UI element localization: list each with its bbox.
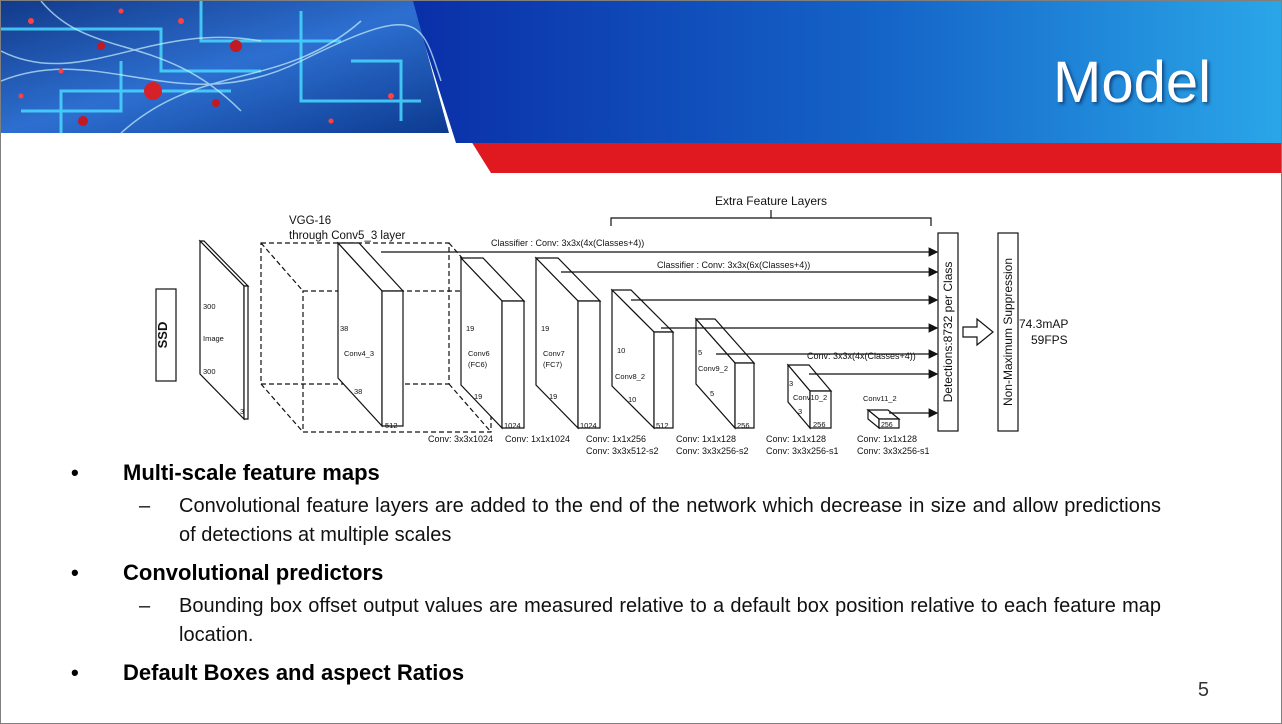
conv4-3-conv: Conv: 3x3x1024 xyxy=(428,434,493,444)
nms-box xyxy=(997,232,1019,432)
conv6-size-bottom: 19 xyxy=(474,392,482,401)
vgg-label-line1: VGG-16 xyxy=(289,215,331,227)
conv10-2-block xyxy=(786,363,833,430)
conv4-3-size-bottom: 38 xyxy=(354,387,362,396)
slide-title: Model xyxy=(1053,50,1211,115)
dash-marker: – xyxy=(139,495,151,517)
conv6-conv: Conv: 1x1x1024 xyxy=(505,434,570,444)
extra-layers-brace xyxy=(610,217,932,226)
image-channels: 3 xyxy=(240,407,244,416)
bullet-item: • Multi-scale feature maps xyxy=(71,458,1161,488)
classifier-label-2: Classifier : Conv: 3x3x(6x(Classes+4)) xyxy=(657,260,810,270)
sub-bullet-item: – Convolutional feature layers are added… xyxy=(71,492,1161,550)
conv4-3-name: Conv4_3 xyxy=(344,349,374,358)
conv7-size-top: 19 xyxy=(541,324,549,333)
image-name: Image xyxy=(203,334,224,343)
bullet-text: Multi-scale feature maps xyxy=(123,460,380,485)
ssd-label: SSD xyxy=(155,322,170,349)
conv9-2-depth: 256 xyxy=(737,421,750,430)
conv7-depth: 1024 xyxy=(580,421,597,430)
conv8-2-depth: 512 xyxy=(656,421,669,430)
circuit-image xyxy=(1,1,449,134)
conv11-2-name: Conv11_2 xyxy=(863,394,897,403)
conv10-2-name: Conv10_2 xyxy=(793,393,827,402)
conv10-2-size-top: 3 xyxy=(789,379,793,388)
dash-marker: – xyxy=(139,595,151,617)
bullet-item: • Convolutional predictors xyxy=(71,558,1161,588)
page-number: 5 xyxy=(1197,679,1209,701)
conv9-2-size-bottom: 5 xyxy=(710,389,714,398)
conv6-size-top: 19 xyxy=(466,324,474,333)
bullet-text: Default Boxes and aspect Ratios xyxy=(123,660,465,685)
sub-bullet-text: Convolutional feature layers are added t… xyxy=(179,495,1161,546)
conv4-3-block xyxy=(336,241,405,428)
classifier-arrows xyxy=(381,247,939,418)
detections-label: Detections:8732 per Class xyxy=(941,262,955,403)
bullet-dot: • xyxy=(71,460,79,485)
result-fps: 59FPS xyxy=(1031,333,1068,347)
blue-band xyxy=(411,1,1281,143)
conv10-2-conv-2: Conv: 3x3x256-s1 xyxy=(857,446,930,456)
conv7-conv-2: Conv: 3x3x512-s2 xyxy=(586,446,659,456)
conv7-conv-1: Conv: 1x1x256 xyxy=(586,434,646,444)
conv7-sub: (FC7) xyxy=(543,360,563,369)
conv10-2-depth: 256 xyxy=(813,420,826,429)
red-stripe xyxy=(471,141,1281,173)
sub-bullet-text: Bounding box offset output values are me… xyxy=(179,595,1161,646)
conv11-2-depth: 256 xyxy=(881,422,893,429)
conv7-name: Conv7 xyxy=(543,349,565,358)
bullet-list: • Multi-scale feature maps – Convolution… xyxy=(71,453,1161,692)
result-map: 74.3mAP xyxy=(1019,317,1068,331)
bullet-item: • Default Boxes and aspect Ratios xyxy=(71,658,1161,688)
conv8-2-conv-2: Conv: 3x3x256-s2 xyxy=(676,446,749,456)
conv7-block xyxy=(534,256,602,430)
conv8-2-block xyxy=(610,288,675,430)
conv4-3-size-top: 38 xyxy=(340,324,348,333)
conv6-name: Conv6 xyxy=(468,349,490,358)
conv10-2-size-bottom: 3 xyxy=(798,407,802,416)
conv11-2-block xyxy=(866,408,901,430)
conv8-2-size-top: 10 xyxy=(617,346,625,355)
conv9-2-conv-1: Conv: 1x1x128 xyxy=(766,434,826,444)
image-size-side: 300 xyxy=(203,367,216,376)
conv8-2-name: Conv8_2 xyxy=(615,372,645,381)
conv9-2-block xyxy=(694,317,756,430)
conv6-depth: 1024 xyxy=(504,421,521,430)
conv10-2-conv-1: Conv: 1x1x128 xyxy=(857,434,917,444)
ssd-box xyxy=(155,288,177,382)
conv6-sub: (FC6) xyxy=(468,360,488,369)
image-size-top: 300 xyxy=(203,302,216,311)
extra-feature-layers-label: Extra Feature Layers xyxy=(715,194,827,208)
nms-label: Non-Maximum Suppression xyxy=(1001,258,1015,406)
flow-arrow-icon xyxy=(962,317,994,347)
conv6-block xyxy=(459,256,526,430)
bullet-dot: • xyxy=(71,560,79,585)
conv8-2-conv-1: Conv: 1x1x128 xyxy=(676,434,736,444)
header-banner xyxy=(1,1,1281,173)
image-slab-front xyxy=(199,239,245,421)
conv9-2-conv-2: Conv: 3x3x256-s1 xyxy=(766,446,839,456)
conv8-2-size-bottom: 10 xyxy=(628,395,636,404)
conv7-size-bottom: 19 xyxy=(549,392,557,401)
conv4-3-depth: 512 xyxy=(385,421,398,430)
vgg-label-line2: through Conv5_3 layer xyxy=(289,230,406,242)
bullet-dot: • xyxy=(71,660,79,685)
conv9-2-name: Conv9_2 xyxy=(698,364,728,373)
ssd-architecture-diagram: SSD 300 Image 300 3 VGG-16 through Conv5… xyxy=(155,194,1068,456)
conv9-2-size-top: 5 xyxy=(698,348,702,357)
sub-bullet-item: – Bounding box offset output values are … xyxy=(71,592,1161,650)
bullet-text: Convolutional predictors xyxy=(123,560,384,585)
classifier-label-1: Classifier : Conv: 3x3x(4x(Classes+4)) xyxy=(491,238,644,248)
classifier-label-3: Conv: 3x3x(4x(Classes+4)) xyxy=(807,351,916,361)
